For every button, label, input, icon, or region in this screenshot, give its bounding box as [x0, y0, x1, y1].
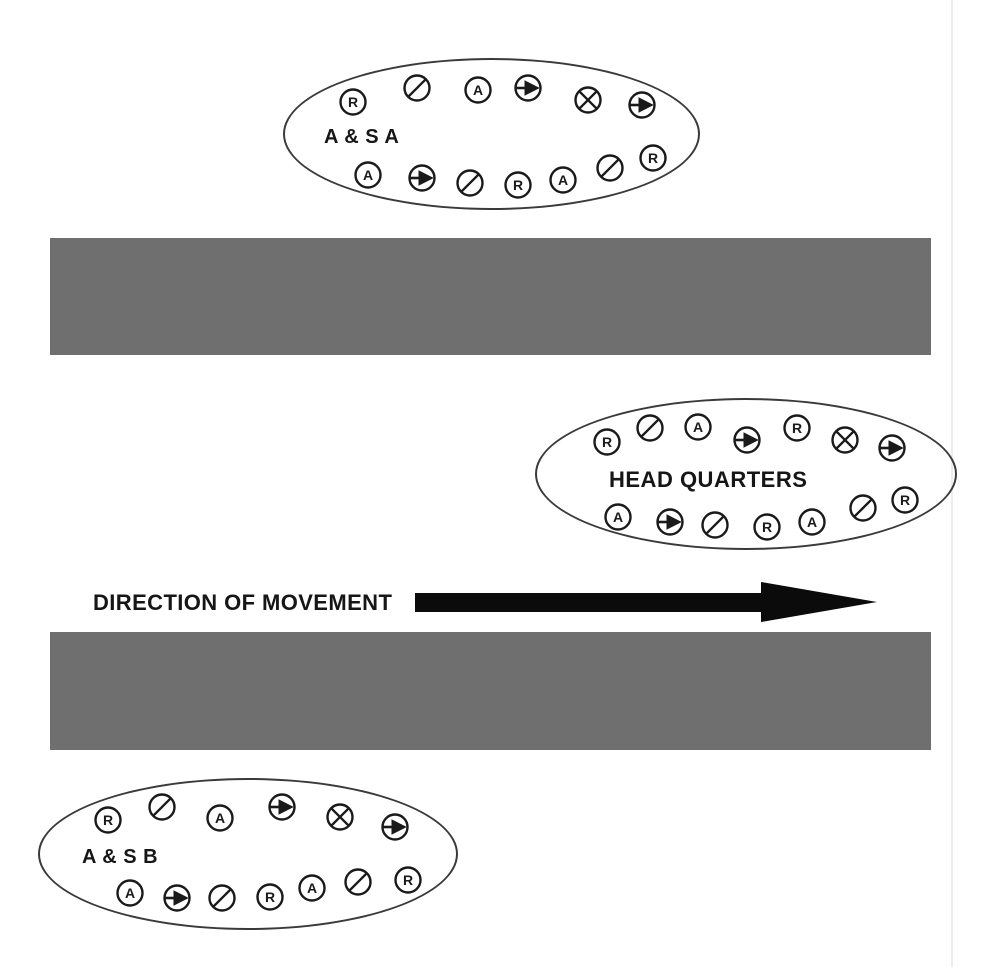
circled-slash-icon	[848, 493, 878, 523]
circled-a-icon: A	[603, 502, 633, 532]
svg-text:R: R	[900, 492, 910, 508]
unit-label-hq: HEAD QUARTERS	[609, 467, 808, 492]
circled-right-arrow-icon	[267, 792, 297, 822]
circled-a-icon: A	[797, 507, 827, 537]
svg-text:A: A	[693, 419, 703, 435]
svg-text:R: R	[602, 434, 612, 450]
svg-text:A: A	[215, 810, 225, 826]
svg-text:A: A	[363, 167, 373, 183]
circled-right-arrow-icon	[513, 73, 543, 103]
unit-label-asa: A & S A	[324, 126, 400, 148]
circled-slash-icon	[343, 867, 373, 897]
svg-text:R: R	[792, 420, 802, 436]
circled-a-icon: A	[205, 803, 235, 833]
circled-a-icon: A	[548, 165, 578, 195]
circled-a-icon: A	[683, 412, 713, 442]
unit-ellipse-asb	[38, 778, 458, 930]
svg-text:A: A	[473, 82, 483, 98]
svg-text:R: R	[648, 150, 658, 166]
circled-r-icon: R	[638, 143, 668, 173]
svg-text:R: R	[265, 889, 275, 905]
circled-r-icon: R	[890, 485, 920, 515]
circled-a-icon: A	[297, 873, 327, 903]
circled-right-arrow-icon	[655, 507, 685, 537]
circled-a-icon: A	[353, 160, 383, 190]
upper-road-bar	[50, 238, 931, 355]
circled-slash-icon	[207, 883, 237, 913]
circled-r-icon: R	[338, 87, 368, 117]
circled-right-arrow-icon	[380, 812, 410, 842]
unit-ellipse-hq	[535, 398, 957, 550]
circled-r-icon: R	[752, 512, 782, 542]
circled-slash-icon	[402, 73, 432, 103]
svg-text:R: R	[762, 519, 772, 535]
circled-right-arrow-icon	[732, 425, 762, 455]
circled-r-icon: R	[255, 882, 285, 912]
svg-text:A: A	[807, 514, 817, 530]
circled-slash-icon	[147, 792, 177, 822]
right-arrow-icon	[415, 593, 763, 612]
unit-ellipse-asa	[283, 58, 700, 210]
direction-of-movement-label: DIRECTION OF MOVEMENT	[93, 590, 393, 615]
svg-text:R: R	[513, 177, 523, 193]
circled-slash-icon	[700, 510, 730, 540]
svg-text:R: R	[348, 94, 358, 110]
svg-text:R: R	[103, 812, 113, 828]
svg-text:A: A	[558, 172, 568, 188]
circled-r-icon: R	[782, 413, 812, 443]
circled-right-arrow-icon	[407, 163, 437, 193]
circled-x-icon	[325, 802, 355, 832]
svg-text:A: A	[307, 880, 317, 896]
circled-r-icon: R	[393, 865, 423, 895]
circled-right-arrow-icon	[877, 433, 907, 463]
circled-right-arrow-icon	[162, 883, 192, 913]
circled-slash-icon	[455, 168, 485, 198]
circled-right-arrow-icon	[627, 90, 657, 120]
circled-slash-icon	[635, 413, 665, 443]
unit-label-asb: A & S B	[82, 846, 159, 868]
svg-text:A: A	[125, 885, 135, 901]
circled-r-icon: R	[93, 805, 123, 835]
lower-road-bar	[50, 632, 931, 750]
circled-x-icon	[573, 85, 603, 115]
circled-r-icon: R	[503, 170, 533, 200]
circled-slash-icon	[595, 153, 625, 183]
circled-r-icon: R	[592, 427, 622, 457]
circled-x-icon	[830, 425, 860, 455]
circled-a-icon: A	[115, 878, 145, 908]
svg-text:A: A	[613, 509, 623, 525]
svg-text:R: R	[403, 872, 413, 888]
right-arrow-head-icon	[761, 582, 877, 622]
circled-a-icon: A	[463, 75, 493, 105]
